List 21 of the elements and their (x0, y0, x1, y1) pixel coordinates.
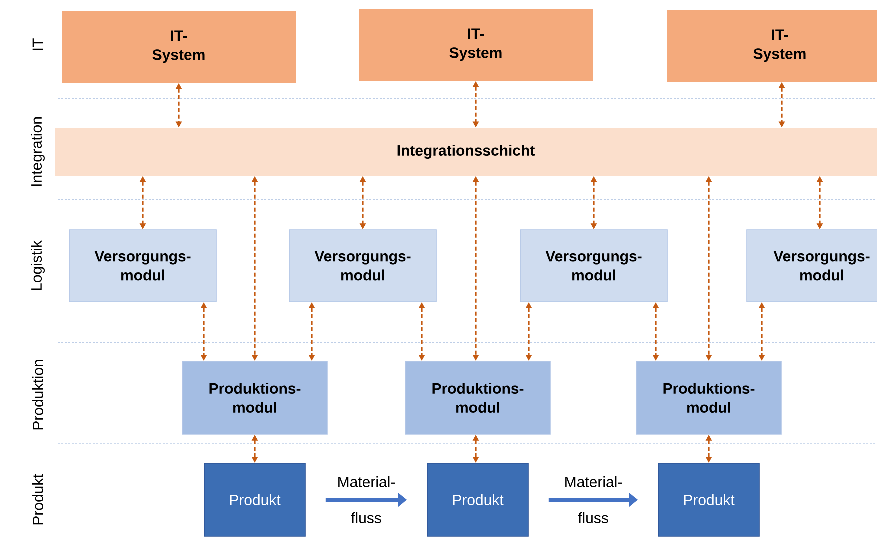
product-box: Produkt (658, 463, 760, 537)
product-box: Produkt (204, 463, 306, 537)
supply-module-box: Versorgungs- modul (69, 230, 217, 302)
product-box: Produkt (427, 463, 529, 537)
production-module-box: Produktions- modul (405, 361, 551, 435)
production-module-box: Produktions- modul (182, 361, 328, 435)
it-system-box: IT- System (667, 10, 877, 82)
it-system-box: IT- System (359, 9, 593, 81)
layer-label: Logistik (31, 240, 45, 290)
supply-module-box: Versorgungs- modul (520, 230, 668, 302)
supply-module-box: Versorgungs- modul (746, 230, 877, 302)
layer-label: IT (32, 38, 44, 50)
layer-label: Integration (31, 118, 45, 186)
production-module-box: Produktions- modul (636, 361, 782, 435)
layer-label: Produkt (32, 474, 44, 525)
it-system-box: IT- System (62, 11, 296, 83)
layer-label: Produktion (32, 360, 44, 430)
edge-label: Material- fluss (338, 476, 395, 524)
supply-module-box: Versorgungs- modul (289, 230, 437, 302)
edge-label: Material- fluss (566, 476, 622, 524)
integration-band: Integrationsschicht (55, 128, 877, 176)
